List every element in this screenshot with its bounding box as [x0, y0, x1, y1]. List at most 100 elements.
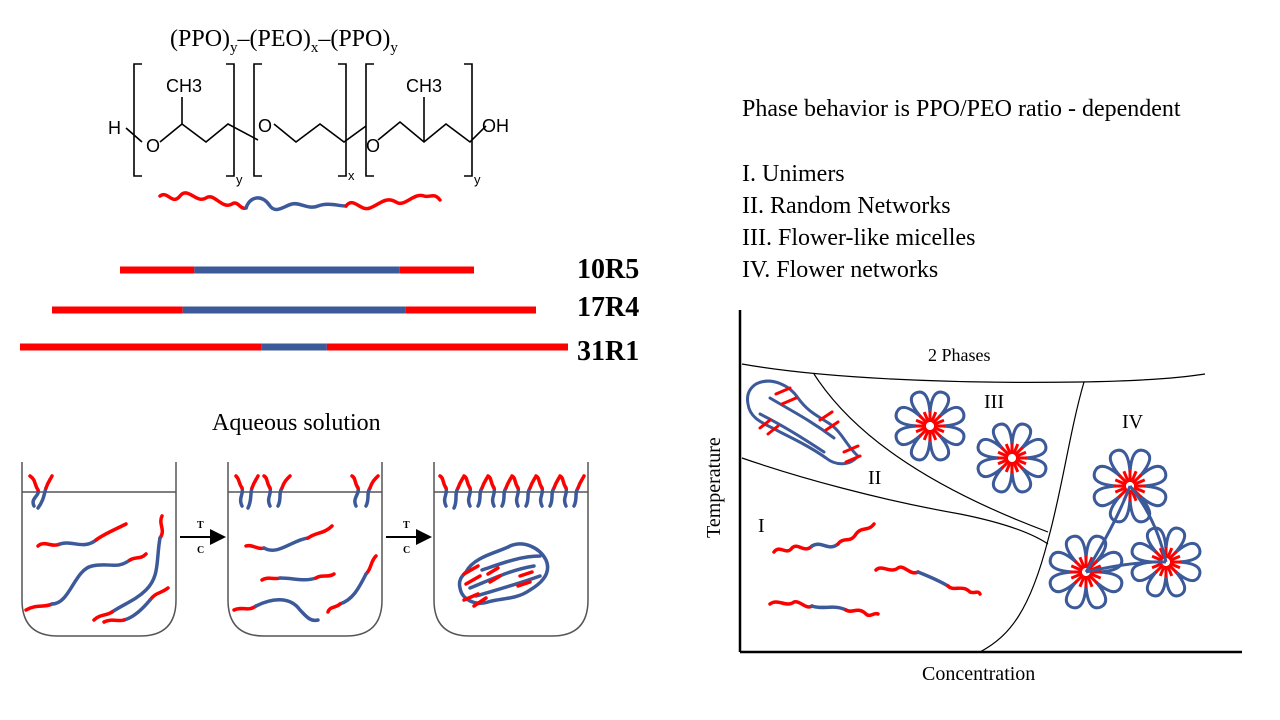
arrow-2-label-c: C	[403, 545, 410, 556]
flower-core-spoke	[1151, 554, 1163, 562]
random-network-drawing	[746, 379, 862, 466]
flower-core-spoke	[1015, 450, 1027, 458]
flower-core-spoke	[1070, 572, 1083, 580]
flower-core-spoke	[1117, 473, 1129, 485]
atom-oh: OH	[482, 116, 509, 136]
flower-core-spoke	[1167, 550, 1178, 561]
beaker-3	[433, 462, 589, 637]
bar-31r1-ppo-0	[20, 343, 262, 351]
flower-core-spoke	[1114, 486, 1127, 494]
flower-core-spoke	[930, 411, 938, 423]
flower-core-spoke	[1133, 478, 1146, 486]
flower-core-spoke	[1158, 565, 1166, 577]
methyl-2: CH3	[406, 76, 442, 96]
flower-core-spoke	[1000, 459, 1011, 470]
bracket-right-2	[338, 63, 347, 177]
subscript-y-1: y	[236, 172, 243, 187]
atom-o-1: O	[146, 136, 160, 156]
network-bridge-2	[1085, 560, 1167, 574]
bracket-left-3	[365, 63, 374, 177]
label-31r1: 31R1	[577, 336, 639, 367]
flower-core-spoke	[1086, 575, 1094, 588]
flower-core-spoke	[1004, 443, 1012, 455]
flower-core-spoke	[1000, 446, 1011, 457]
label-10r5: 10R5	[577, 254, 639, 285]
flower-core-spoke	[915, 426, 927, 434]
flower-petals-1	[976, 422, 1048, 494]
bar-10r5-ppo-2	[399, 266, 474, 274]
bracket-left-2	[253, 63, 262, 177]
arrow-2-label-t: T	[403, 520, 410, 531]
flower-core-spoke	[1087, 573, 1099, 585]
flower-core-spoke	[1078, 556, 1086, 569]
arrow-1-label-t: T	[197, 520, 204, 531]
flower-core-spoke	[1013, 459, 1024, 470]
flower-core-spoke	[930, 429, 938, 441]
bar-31r1-peo-1	[261, 343, 327, 351]
phase-behavior-title: Phase behavior is PPO/PEO ratio - depend…	[742, 96, 1181, 122]
region-label-iv: IV	[1122, 411, 1144, 433]
x-axis-label: Concentration	[922, 663, 1035, 685]
label-two-phases: 2 Phases	[928, 345, 991, 365]
flower-core-spoke	[1013, 446, 1024, 457]
atom-o-3: O	[366, 136, 380, 156]
flower-core-spoke	[1167, 563, 1178, 574]
flower-core-spoke	[1015, 458, 1027, 466]
unimers-drawing	[768, 522, 982, 618]
boundary-iii	[813, 373, 1049, 533]
flower-core-spoke	[1073, 573, 1085, 585]
flower-core-spoke	[922, 411, 930, 423]
flower-core-spoke	[1166, 547, 1174, 559]
transition-arrows: T C T C	[180, 520, 432, 556]
beaker-1	[21, 462, 177, 637]
flower-core-spoke	[918, 427, 929, 438]
flower-core-spoke	[1169, 562, 1181, 570]
flower-core-spoke	[1004, 461, 1012, 473]
phase-boundaries	[741, 363, 1206, 653]
legend-item-flower-networks: IV. Flower networks	[742, 257, 939, 283]
phase-diagram: 2 Phases I II III IV Concentration Tempe…	[703, 310, 1242, 685]
subscript-x: x	[348, 168, 355, 183]
flower-core-spoke	[1114, 478, 1127, 486]
region-label-ii: II	[868, 467, 881, 489]
flower-core-spoke	[1151, 562, 1163, 570]
flower-core-spoke	[1154, 550, 1165, 561]
bar-10r5-ppo-0	[120, 266, 195, 274]
flower-core-spoke	[1073, 559, 1085, 571]
bracket-left-1	[133, 63, 142, 177]
copolymer-formula: (PPO)y–(PEO)x–(PPO)y	[170, 26, 398, 56]
flower-core-spoke	[922, 429, 930, 441]
bar-10r5-peo-1	[194, 266, 400, 274]
atom-h: H	[108, 118, 121, 138]
flower-core-spoke	[1133, 486, 1146, 494]
flower-core-spoke	[1078, 575, 1086, 588]
legend-item-flower-micelles: III. Flower-like micelles	[742, 225, 976, 251]
flower-core-spoke	[997, 450, 1009, 458]
label-17r4: 17R4	[577, 292, 639, 323]
flower-core-spoke	[918, 414, 929, 425]
flower-core-spoke	[1012, 461, 1020, 473]
bar-31r1-ppo-2	[326, 343, 568, 351]
flower-core-spoke	[1154, 563, 1165, 574]
copolymer-squiggle	[158, 191, 442, 212]
network-bridge-1	[1128, 485, 1168, 563]
subscript-y-2: y	[474, 172, 481, 187]
flower-core-spoke	[1089, 572, 1102, 580]
beakers	[21, 462, 589, 637]
flower-micelles	[894, 390, 1202, 610]
flower-core-spoke	[933, 426, 945, 434]
network-bridge-0	[1084, 485, 1132, 573]
methyl-1: CH3	[166, 76, 202, 96]
copolymer-labels: 10R5 17R4 31R1	[577, 254, 639, 367]
flower-core-spoke	[931, 427, 942, 438]
flower-core-spoke	[1130, 489, 1138, 502]
flower-core-spoke	[1070, 564, 1083, 572]
bracket-right-1	[226, 63, 235, 177]
beaker-2	[227, 462, 383, 637]
boundary-iv	[979, 381, 1085, 653]
y-axis-label: Temperature	[703, 437, 725, 538]
bar-17r4-ppo-2	[405, 306, 536, 314]
chemical-structure	[125, 63, 487, 177]
flower-core-spoke	[997, 458, 1009, 466]
